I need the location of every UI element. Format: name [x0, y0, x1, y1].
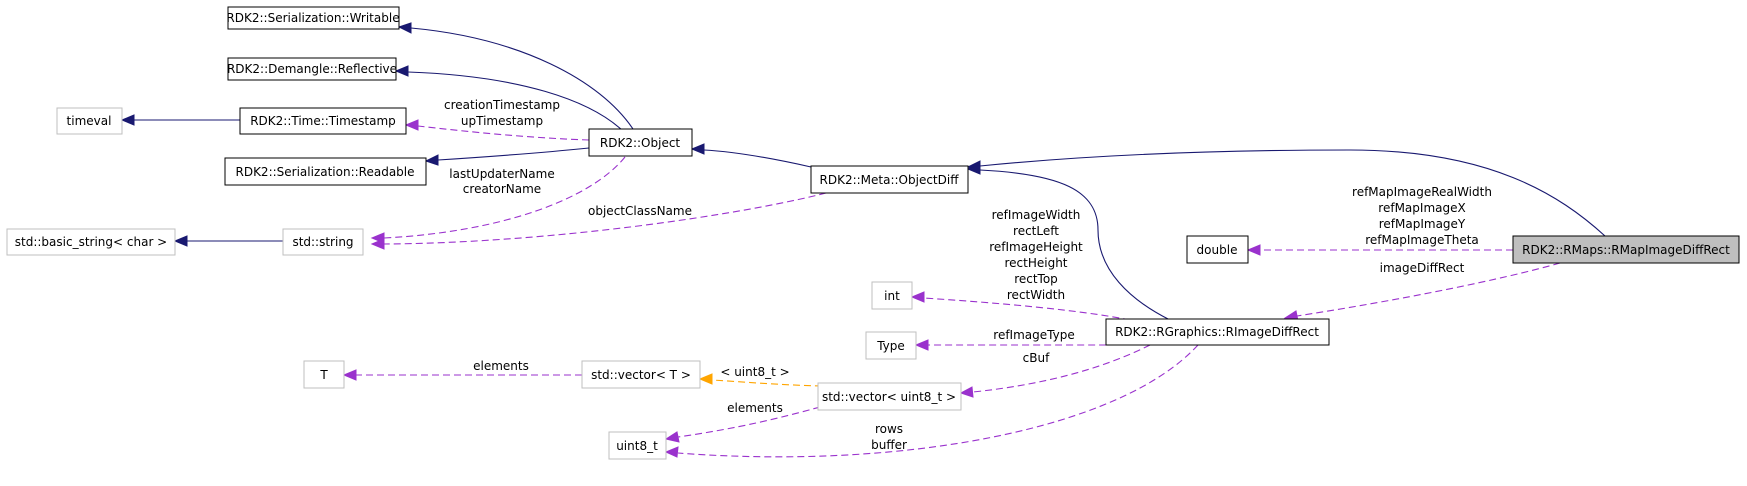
node-type[interactable]: Type — [865, 331, 917, 360]
node-uint8-t[interactable]: uint8_t — [608, 431, 667, 460]
node-serialization-writable[interactable]: RDK2::Serialization::Writable — [226, 6, 400, 30]
node-label-meta-objectdiff: RDK2::Meta::ObjectDiff — [820, 173, 960, 187]
node-rdk2-object[interactable]: RDK2::Object — [588, 128, 693, 157]
edge-object-inherits-writable — [397, 22, 634, 130]
node-std-vector-t[interactable]: std::vector< T > — [581, 360, 701, 389]
edge-rmap-inherits-objectdiff — [966, 149, 1606, 237]
node-std-string[interactable]: std::string — [282, 228, 364, 256]
node-t[interactable]: T — [303, 360, 345, 389]
node-rmaps-rmapimagediffrect[interactable]: RDK2::RMaps::RMapImageDiffRect — [1512, 235, 1740, 264]
label-up-timestamp: upTimestamp — [461, 114, 543, 128]
node-label-t: T — [319, 368, 328, 382]
node-time-timestamp[interactable]: RDK2::Time::Timestamp — [239, 107, 407, 135]
edge-object-uses-timestamp — [404, 119, 590, 141]
label-rect-height: rectHeight — [1004, 256, 1067, 270]
node-serialization-readable[interactable]: RDK2::Serialization::Readable — [224, 157, 427, 186]
label-buffer: buffer — [871, 438, 907, 452]
node-std-vector-uint8[interactable]: std::vector< uint8_t > — [817, 382, 962, 411]
edge-label-refmap: refMapImageRealWidth refMapImageX refMap… — [1352, 185, 1492, 247]
label-refmap-y: refMapImageY — [1379, 217, 1466, 231]
label-template-arg: < uint8_t > — [720, 365, 789, 379]
node-timeval[interactable]: timeval — [56, 107, 123, 135]
node-demangle-reflective[interactable]: RDK2::Demangle::Reflective — [227, 57, 397, 81]
edge-label-int-members: refImageWidth rectLeft refImageHeight re… — [989, 208, 1083, 302]
label-rect-top: rectTop — [1014, 272, 1058, 286]
node-meta-objectdiff[interactable]: RDK2::Meta::ObjectDiff — [810, 165, 969, 194]
edge-rimage-uses-type — [914, 339, 1107, 351]
node-rgraphics-rimagediffrect[interactable]: RDK2::RGraphics::RImageDiffRect — [1105, 318, 1330, 346]
node-label-rdk2-object: RDK2::Object — [600, 136, 681, 150]
edge-rmap-uses-double — [1246, 244, 1513, 256]
node-label-std-vector-uint8: std::vector< uint8_t > — [822, 390, 956, 404]
node-label-type: Type — [876, 339, 905, 353]
edge-object-inherits-reflective — [394, 65, 624, 132]
label-refmap-x: refMapImageX — [1378, 201, 1465, 215]
edge-vector-t-uses-t — [342, 369, 582, 381]
node-label-rmaps-rmapimagediffrect: RDK2::RMaps::RMapImageDiffRect — [1522, 243, 1730, 257]
node-label-serialization-readable: RDK2::Serialization::Readable — [235, 165, 414, 179]
node-label-serialization-writable: RDK2::Serialization::Writable — [226, 11, 399, 25]
label-object-class-name: objectClassName — [588, 204, 692, 218]
label-refmap-real-width: refMapImageRealWidth — [1352, 185, 1492, 199]
label-rows: rows — [875, 422, 903, 436]
node-label-uint8-t: uint8_t — [616, 439, 658, 453]
label-image-diff-rect: imageDiffRect — [1380, 261, 1465, 275]
node-label-time-timestamp: RDK2::Time::Timestamp — [250, 114, 396, 128]
edge-objectdiff-uses-string — [370, 192, 827, 250]
edge-string-inherits-basic-string — [173, 235, 283, 247]
edge-vector-uint8-uses-uint8 — [664, 406, 821, 443]
label-rect-left: rectLeft — [1013, 224, 1059, 238]
label-refmap-theta: refMapImageTheta — [1365, 233, 1479, 247]
label-elements-t: elements — [473, 359, 529, 373]
edge-label-creation: creationTimestamp upTimestamp — [444, 98, 560, 128]
edge-object-inherits-readable — [424, 147, 590, 166]
node-label-demangle-reflective: RDK2::Demangle::Reflective — [227, 62, 397, 76]
label-elements-uint8: elements — [727, 401, 783, 415]
node-double[interactable]: double — [1186, 235, 1249, 264]
node-label-int: int — [884, 289, 900, 303]
edge-rimage-inherits-objectdiff — [966, 163, 1171, 321]
edge-rimage-uses-int — [910, 291, 1131, 321]
node-label-std-string: std::string — [292, 235, 353, 249]
node-label-double: double — [1197, 243, 1238, 257]
edge-timestamp-inherits-timeval — [120, 114, 240, 126]
node-std-basic-string[interactable]: std::basic_string< char > — [6, 228, 176, 256]
node-label-std-vector-t: std::vector< T > — [591, 368, 691, 382]
edge-vector-uint8-instantiates-vector-t — [698, 373, 823, 387]
node-label-std-basic-string: std::basic_string< char > — [15, 235, 168, 249]
label-creator-name: creatorName — [463, 182, 541, 196]
label-cbuf: cBuf — [1023, 351, 1050, 365]
label-ref-image-width: refImageWidth — [992, 208, 1081, 222]
label-ref-image-type: refImageType — [993, 328, 1074, 342]
edge-rimage-uses-uint8 — [664, 344, 1199, 458]
label-ref-image-height: refImageHeight — [989, 240, 1083, 254]
edge-label-rows-buffer: rows buffer — [871, 422, 907, 452]
node-label-rgraphics-rimagediffrect: RDK2::RGraphics::RImageDiffRect — [1115, 325, 1319, 339]
label-creation-timestamp: creationTimestamp — [444, 98, 560, 112]
edge-rimage-uses-vector-uint8 — [959, 344, 1151, 398]
node-int[interactable]: int — [871, 281, 913, 310]
label-rect-width: rectWidth — [1007, 288, 1065, 302]
node-label-timeval: timeval — [67, 114, 112, 128]
edge-objectdiff-inherits-object — [690, 143, 812, 168]
label-last-updater-name: lastUpdaterName — [449, 167, 554, 181]
edge-label-names: lastUpdaterName creatorName — [449, 167, 554, 196]
